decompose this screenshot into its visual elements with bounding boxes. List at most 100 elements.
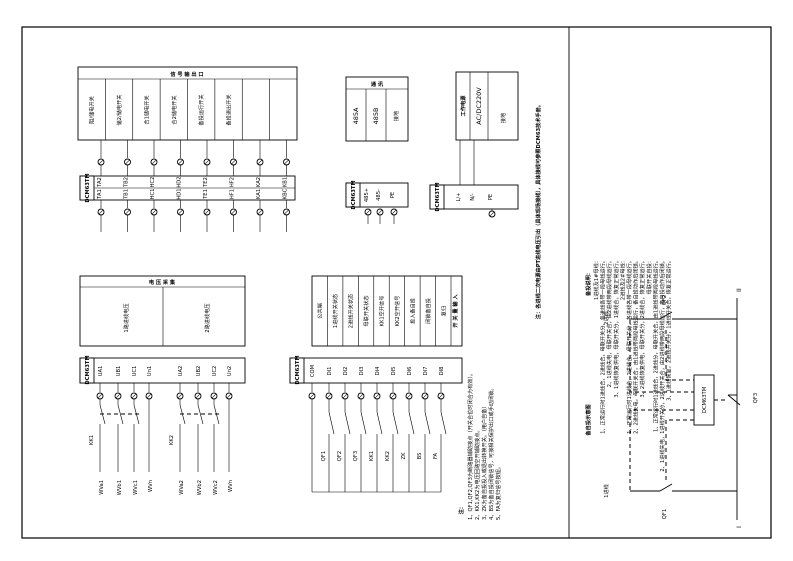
power-note: 注：各进线二次电源由PT进线电压引出（具体现场接线），具体接线可参照DCM63技…	[534, 102, 542, 319]
desc-line: 2、2进线失电，母联开关合，由1进线带两段母线运行，备自投动作后闭锁。	[632, 258, 640, 434]
di-terminal: DI8	[439, 367, 445, 376]
output-top-terminal: KA2	[256, 177, 262, 187]
desc-line: 3、2进线恢复供电，母联开关分，2进线合，恢复正常运行。	[638, 258, 646, 398]
single-line-diagram: 备自投示意图 II I 2进线 QF2 1进线 QF1 QF3 DCM63TM	[584, 288, 759, 528]
di-contact	[392, 411, 399, 435]
voltage-terminal-block: 电 压 采 集 1路进线电压 2路进线电压 DCM63TM UA1WVa1UB1…	[79, 275, 246, 495]
di-contact-label: QF1	[321, 451, 327, 461]
output-col-label: 阻/储电开关	[88, 96, 96, 124]
voltage-breaker-contact	[117, 404, 124, 425]
voltage-terminal-body	[79, 357, 246, 384]
power-label-table	[455, 71, 519, 141]
comm-col-485a: 485A	[352, 107, 360, 124]
voltage-terminal: UC1	[132, 366, 138, 377]
output-bottom-terminal: KBC	[283, 188, 289, 199]
wiring-notes: 注：1、QF1,QF2,QF3为断路器辅助接点（开关合位时闭合为有效）。2、KK…	[457, 371, 502, 520]
power-terminal: L/+	[456, 193, 462, 202]
qf2-label: QF2	[662, 295, 668, 305]
outer-frame	[21, 26, 772, 539]
single-line-title: 备自投示意图	[584, 404, 592, 436]
note-item: 5、FA为复归信号按钮。	[494, 464, 502, 520]
output-bottom-terminal: HD1	[177, 188, 183, 199]
comm-terminal: 485+	[364, 188, 370, 202]
voltage-col-in2: 2路进线电压	[203, 303, 211, 332]
voltage-terminal: Un2	[227, 366, 233, 376]
kk1-label: KK1	[89, 435, 95, 445]
output-bottom-terminal: TE1	[203, 189, 209, 200]
di-col-label: KK2空开信号	[393, 296, 401, 327]
di-col-label: 母联开关状态	[362, 295, 370, 326]
di-terminal: DI4	[375, 366, 381, 376]
output-module-label: DCM63TM	[85, 173, 91, 202]
voltage-wire-label: WVc1	[133, 480, 139, 495]
voltage-module-label: DCM63TM	[85, 355, 91, 384]
di-terminal: DI6	[407, 367, 413, 376]
voltage-breaker-contact	[197, 404, 204, 425]
voltage-col-in1: 1路进线电压	[122, 303, 130, 332]
comm-terminal-block: 通 讯 485A 485B 接地 DCM63TM 485+485-PE	[345, 76, 409, 224]
qf3-label: QF3	[753, 393, 759, 403]
di-col-label: 投入备自投	[408, 298, 416, 324]
voltage-label-table	[79, 275, 246, 347]
note-item: 1、QF1,QF2,QF3为断路器辅助接点（开关合位时闭合为有效）。	[466, 371, 474, 520]
di-label-table	[311, 275, 463, 347]
output-module-tag	[79, 175, 95, 201]
comm-col-ground: 接地	[392, 111, 400, 121]
output-bottom-terminal: TA1	[97, 189, 103, 200]
power-terminal-block: 工作电源 AC/DC220V 接地 DCM63TM L/+N/-PE	[429, 71, 519, 218]
incoming1-label: 1进线	[602, 484, 610, 498]
power-col-ground: 接地	[499, 113, 507, 123]
note-item: 2、KK1,KK2为电压回路空开辅助接点。	[473, 427, 481, 520]
voltage-wire-label: WVc2	[213, 480, 219, 495]
comm-header: 通 讯	[371, 80, 384, 88]
voltage-terminal: UB2	[196, 366, 202, 377]
qf1-label: QF1	[662, 509, 668, 519]
comm-col-485b: 485B	[372, 108, 380, 125]
di-module-label: DCM63TM	[295, 355, 301, 384]
di-col-label: 闭锁备自投	[424, 298, 432, 324]
di-terminal: DI3	[359, 367, 365, 376]
di-contact-label: FA	[433, 453, 439, 460]
di-terminal: DI5	[391, 367, 397, 376]
di-contact	[424, 411, 431, 435]
output-terminal-block: 信 号 输 出 口 阻/储电开关储2/储电开关合1储电开关合2储电开关备投运行开…	[77, 66, 298, 232]
di-contact	[408, 411, 415, 435]
power-terminal: N/-	[470, 193, 476, 201]
notes-title: 注：	[457, 504, 465, 514]
voltage-wire-label: WVn	[148, 480, 154, 492]
output-top-terminal: TA2	[97, 177, 103, 188]
comm-terminal: 485-	[376, 189, 382, 201]
output-bottom-terminal: KA1	[256, 189, 262, 199]
bus2-label: II	[735, 288, 743, 292]
output-top-terminal: TB2	[124, 177, 130, 188]
output-top-terminal: HC2	[150, 177, 156, 188]
desc-line: 3、1进线恢复，2进线开关分，1进线开关合，恢复正常运行。	[665, 258, 673, 401]
voltage-wire-label: WVb2	[197, 480, 203, 495]
desc-line: 2、1进线失电，母联开关合，由2进线带两段母线运行。	[605, 258, 613, 387]
power-module-label: DCM63TM	[435, 182, 441, 211]
di-col-label: 2进线开关状态	[347, 294, 355, 328]
di-contact	[376, 411, 383, 435]
kk2-label: KK2	[169, 435, 175, 445]
di-terminal: DI2	[343, 367, 349, 376]
voltage-wire-label: WVb1	[117, 480, 123, 495]
voltage-wire-label: WVa2	[179, 480, 185, 495]
voltage-header: 电 压 采 集	[149, 278, 176, 286]
desc-line: 1进线及1#母线：	[592, 258, 600, 300]
di-col-label: 1进线开关状态	[331, 294, 339, 328]
desc-line: 母联开关自投：	[645, 258, 653, 294]
power-col-voltage: AC/DC220V	[475, 87, 483, 125]
voltage-terminal: UA1	[98, 366, 104, 377]
output-bottom-terminal: TB1	[124, 189, 130, 200]
di-terminal: DI1	[327, 367, 333, 376]
note-item: 4、BS为备自投闭锁信号，可接相关保护出口或手动闭锁。	[487, 385, 495, 520]
output-top-terminal: HD2	[177, 176, 183, 187]
voltage-terminal: Un1	[147, 366, 153, 376]
output-bottom-terminal: HC1	[150, 189, 156, 200]
di-terminal-body	[289, 357, 463, 384]
di-contact	[360, 411, 367, 435]
power-terminal: PE	[488, 194, 494, 200]
